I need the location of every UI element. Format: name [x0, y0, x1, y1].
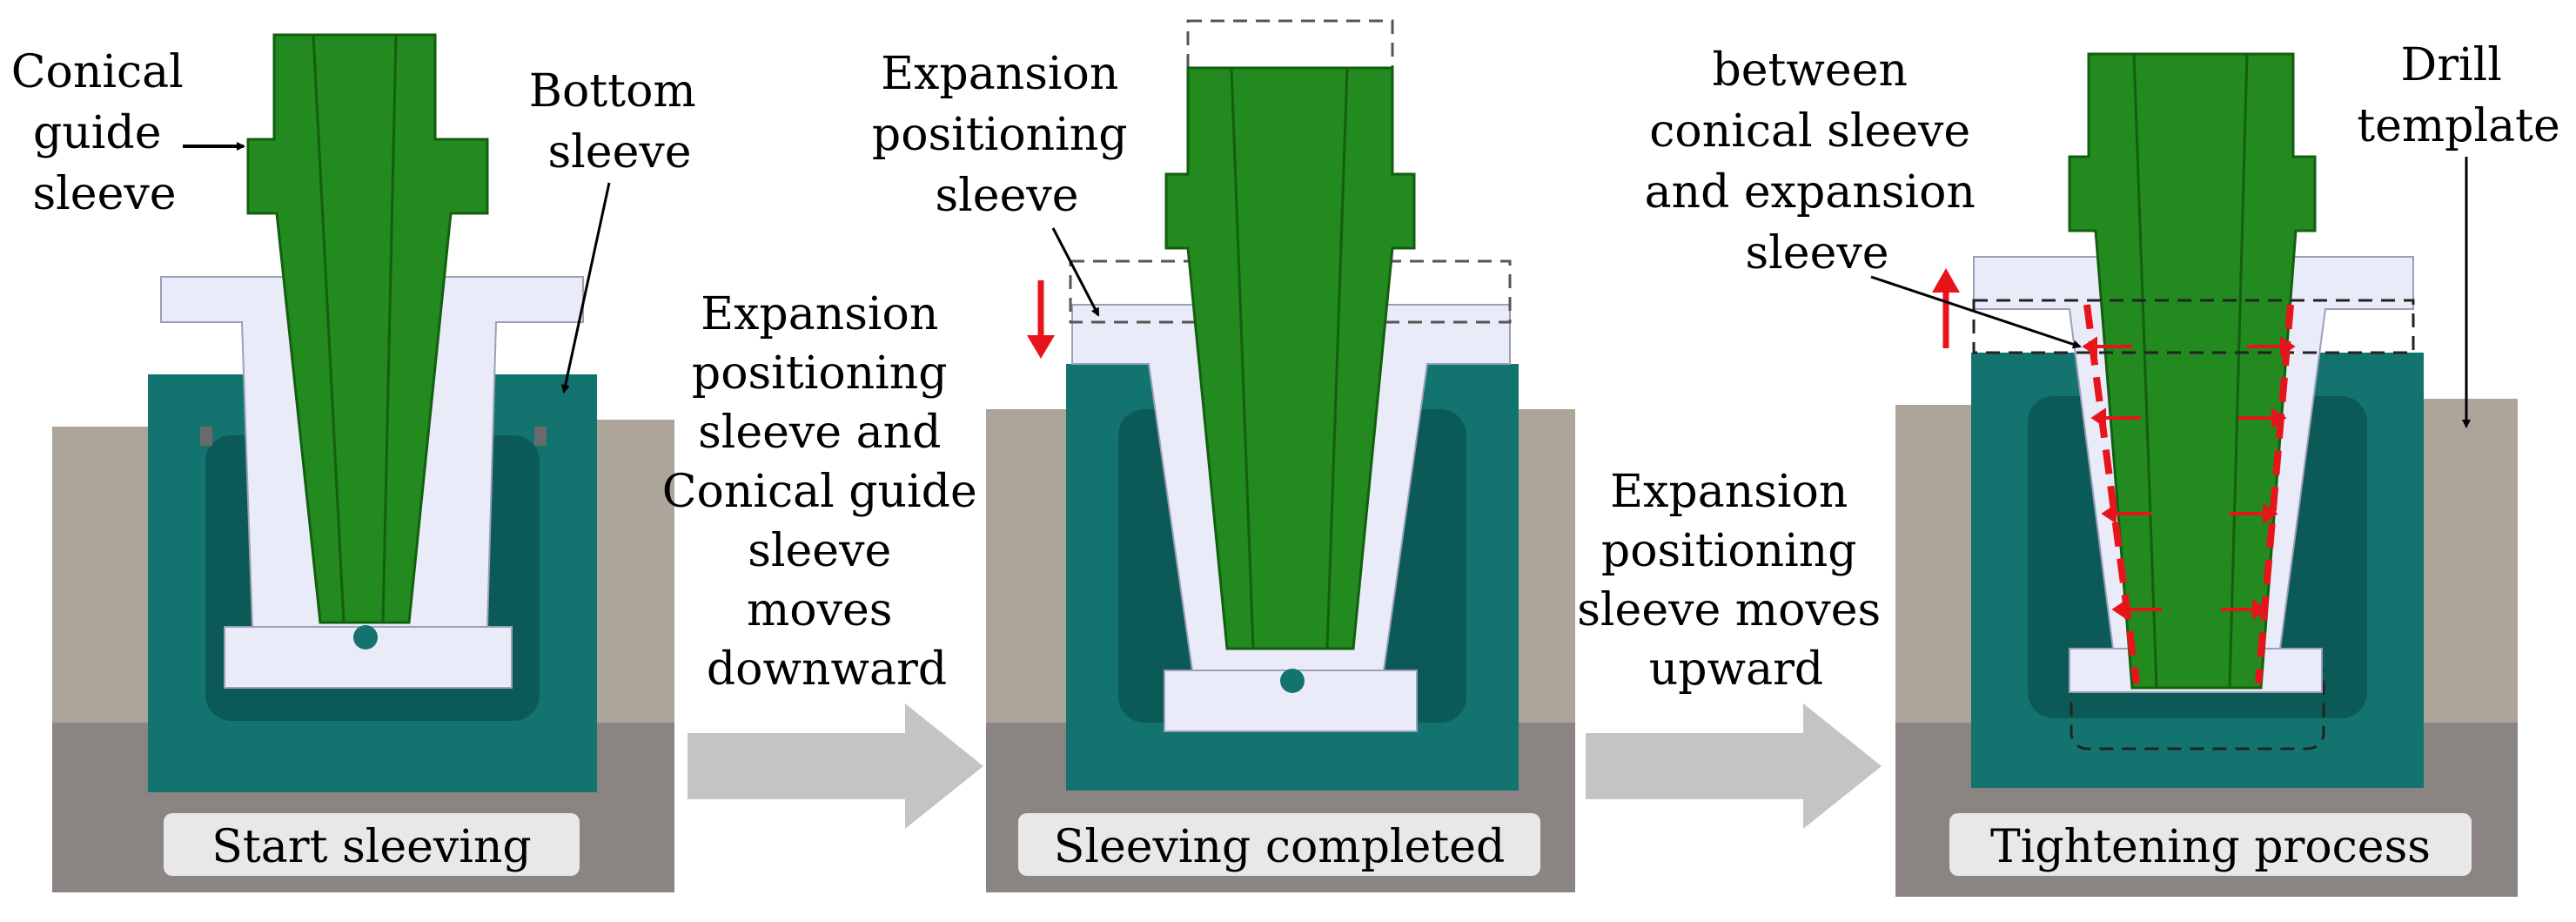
label-between-line1: between — [1712, 44, 1908, 97]
label-conical-guide-sleeve: Conical guide sleeve — [11, 46, 198, 220]
contact-line-left — [2083, 304, 2140, 684]
label-expansion-line3: sleeve — [935, 170, 1078, 222]
panel2-caption-box: Sleeving completed — [1018, 813, 1540, 876]
label-between-line4: sleeve — [1745, 227, 1888, 279]
previous-position-outline — [2070, 660, 2325, 750]
bottom-sleeve-flange-notch-left — [200, 427, 212, 446]
label-bottom-sleeve-line2: sleeve — [547, 126, 691, 178]
label-expansion-line2: positioning — [872, 109, 1128, 161]
transition2-line2: positioning — [1601, 525, 1857, 577]
panel-start-sleeving — [52, 33, 674, 892]
label-bottom-sleeve-line1: Bottom — [529, 65, 696, 118]
transition1-line7: downward — [707, 643, 947, 696]
transition1-line1: Expansion — [701, 288, 938, 340]
bottom-sleeve-flange-notch-right — [534, 427, 547, 446]
label-between-sleeves: between conical sleeve and expansion sle… — [1645, 44, 1990, 279]
label-expansion-positioning-sleeve: Expansion positioning sleeve — [872, 48, 1142, 222]
label-drill-line1: Drill — [2401, 39, 2502, 91]
label-drill-template: Drill template — [2357, 39, 2560, 152]
force-arrows-right — [2221, 336, 2296, 620]
label-bottom-sleeve: Bottom sleeve — [529, 65, 710, 178]
label-conical-guide-line2: guide — [33, 107, 161, 159]
panel3-caption-box: Tightening process — [1949, 813, 2472, 876]
label-conical-guide-line3: sleeve — [32, 168, 176, 220]
panel2-caption: Sleeving completed — [1054, 821, 1506, 873]
pointer-between — [1870, 275, 2082, 349]
conical-guide-sleeve — [1164, 66, 1416, 650]
panel1-caption-box: Start sleeving — [164, 813, 580, 876]
panel3-caption: Tightening process — [1990, 821, 2431, 873]
transition2-text: Expansion positioning sleeve moves upwar… — [1577, 466, 1895, 696]
panel1-caption: Start sleeving — [211, 821, 531, 873]
transition2-line4: upward — [1649, 643, 1823, 696]
right-arrow-icon — [1586, 703, 1882, 829]
pointer-expansion-sleeve — [1051, 227, 1100, 317]
label-between-line2: conical sleeve — [1649, 105, 1970, 158]
ball-icon — [353, 625, 378, 649]
conical-guide-sleeve — [2068, 52, 2317, 690]
transition1-line4: Conical guide — [662, 466, 977, 518]
contact-line-right — [2255, 304, 2294, 684]
label-drill-line2: template — [2357, 100, 2560, 152]
transition1-line2: positioning — [692, 347, 948, 400]
pointer-bottom-sleeve — [560, 182, 611, 394]
ball-icon — [1280, 669, 1305, 693]
transition1-line3: sleeve and — [698, 407, 941, 459]
label-conical-guide-line1: Conical — [11, 46, 184, 98]
transition1-line6: moves — [747, 584, 892, 636]
transition1-text: Expansion positioning sleeve and Conical… — [662, 288, 992, 696]
label-between-line3: and expansion — [1645, 166, 1976, 219]
conical-guide-sleeve — [246, 33, 489, 624]
right-arrow-icon — [688, 703, 983, 829]
transition1-line5: sleeve — [748, 525, 891, 577]
transition2-line1: Expansion — [1610, 466, 1848, 518]
label-expansion-line1: Expansion — [881, 48, 1118, 100]
panel-sleeving-completed — [986, 19, 1575, 892]
current-position-outline — [1972, 299, 2415, 354]
transition2-line3: sleeve moves — [1577, 584, 1881, 636]
force-arrows-left — [2082, 336, 2162, 620]
